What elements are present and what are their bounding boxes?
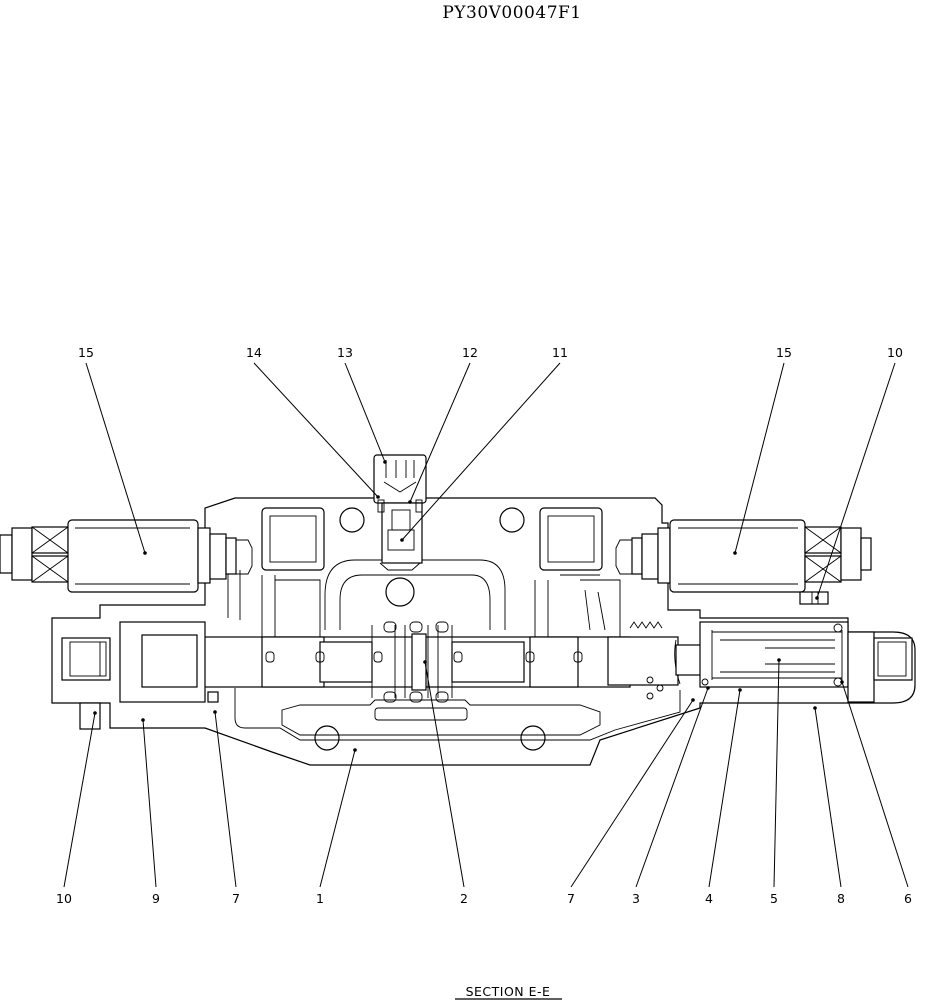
callout-arrow-dot xyxy=(706,686,710,690)
upper-port-left xyxy=(261,507,325,571)
center-plug-assembly xyxy=(373,454,427,571)
spool xyxy=(189,621,761,703)
section-title: SECTION E-E xyxy=(466,984,551,999)
callout-leader xyxy=(142,719,157,888)
callout-leader xyxy=(344,362,386,463)
callout-arrow-dot xyxy=(777,658,781,662)
callout-number: 10 xyxy=(887,345,903,360)
callout-arrow-dot xyxy=(815,596,819,600)
callout-number: 12 xyxy=(462,345,478,360)
callout-leader xyxy=(63,712,96,888)
callout-number: 7 xyxy=(232,891,240,906)
callout-arrow-dot xyxy=(400,538,404,542)
callout-arrow-dot xyxy=(813,706,817,710)
valve-body xyxy=(51,497,916,766)
callout-leader xyxy=(841,681,909,888)
callout-leader xyxy=(773,659,780,888)
callout-number: 3 xyxy=(632,891,640,906)
callout-arrow-dot xyxy=(738,688,742,692)
callout-arrow-dot xyxy=(143,551,147,555)
left-cap xyxy=(61,621,219,730)
callout-leader xyxy=(734,362,785,554)
callout-leader xyxy=(319,749,356,888)
callout-leader xyxy=(409,362,471,503)
callout-number: 15 xyxy=(776,345,792,360)
callout-number: 13 xyxy=(337,345,353,360)
callout-arrow-dot xyxy=(93,711,97,715)
drawing-code: PY30V00047F1 xyxy=(442,3,581,23)
callout-arrow-dot xyxy=(408,500,412,504)
callout-number: 1 xyxy=(316,891,324,906)
callout-number: 15 xyxy=(78,345,94,360)
callout-arrow-dot xyxy=(141,718,145,722)
upper-port-right xyxy=(539,507,603,571)
callout-leader xyxy=(814,707,842,888)
callout-arrow-dot xyxy=(423,660,427,664)
callout-arrow-dot xyxy=(353,748,357,752)
callout-leader xyxy=(424,661,465,888)
callout-arrow-dot xyxy=(383,460,387,464)
callout-number: 11 xyxy=(552,345,568,360)
internal-passages xyxy=(227,545,621,640)
callout-leader xyxy=(253,362,379,498)
callout-number: 6 xyxy=(904,891,912,906)
callout-number: 14 xyxy=(246,345,262,360)
callout-arrow-dot xyxy=(691,698,695,702)
callout-arrow-dot xyxy=(376,495,380,499)
left-solenoid xyxy=(0,519,253,593)
callout-leader xyxy=(816,362,896,599)
callout-arrow-dot xyxy=(213,710,217,714)
callout-number: 10 xyxy=(56,891,72,906)
spring-housing xyxy=(629,621,913,703)
callout-number: 7 xyxy=(567,891,575,906)
callout-number: 4 xyxy=(705,891,713,906)
callout-leader xyxy=(570,699,694,888)
callout-number: 9 xyxy=(152,891,160,906)
callout-leader xyxy=(635,687,709,888)
callout-number: 5 xyxy=(770,891,778,906)
callout-leader xyxy=(708,689,741,888)
callout-arrow-dot xyxy=(840,680,844,684)
callout-number: 2 xyxy=(460,891,468,906)
callout-arrow-dot xyxy=(733,551,737,555)
right-solenoid xyxy=(615,519,872,605)
callout-leader xyxy=(401,362,561,541)
callout-leader xyxy=(214,711,237,888)
callout-leader xyxy=(85,362,146,554)
callout-number: 8 xyxy=(837,891,845,906)
